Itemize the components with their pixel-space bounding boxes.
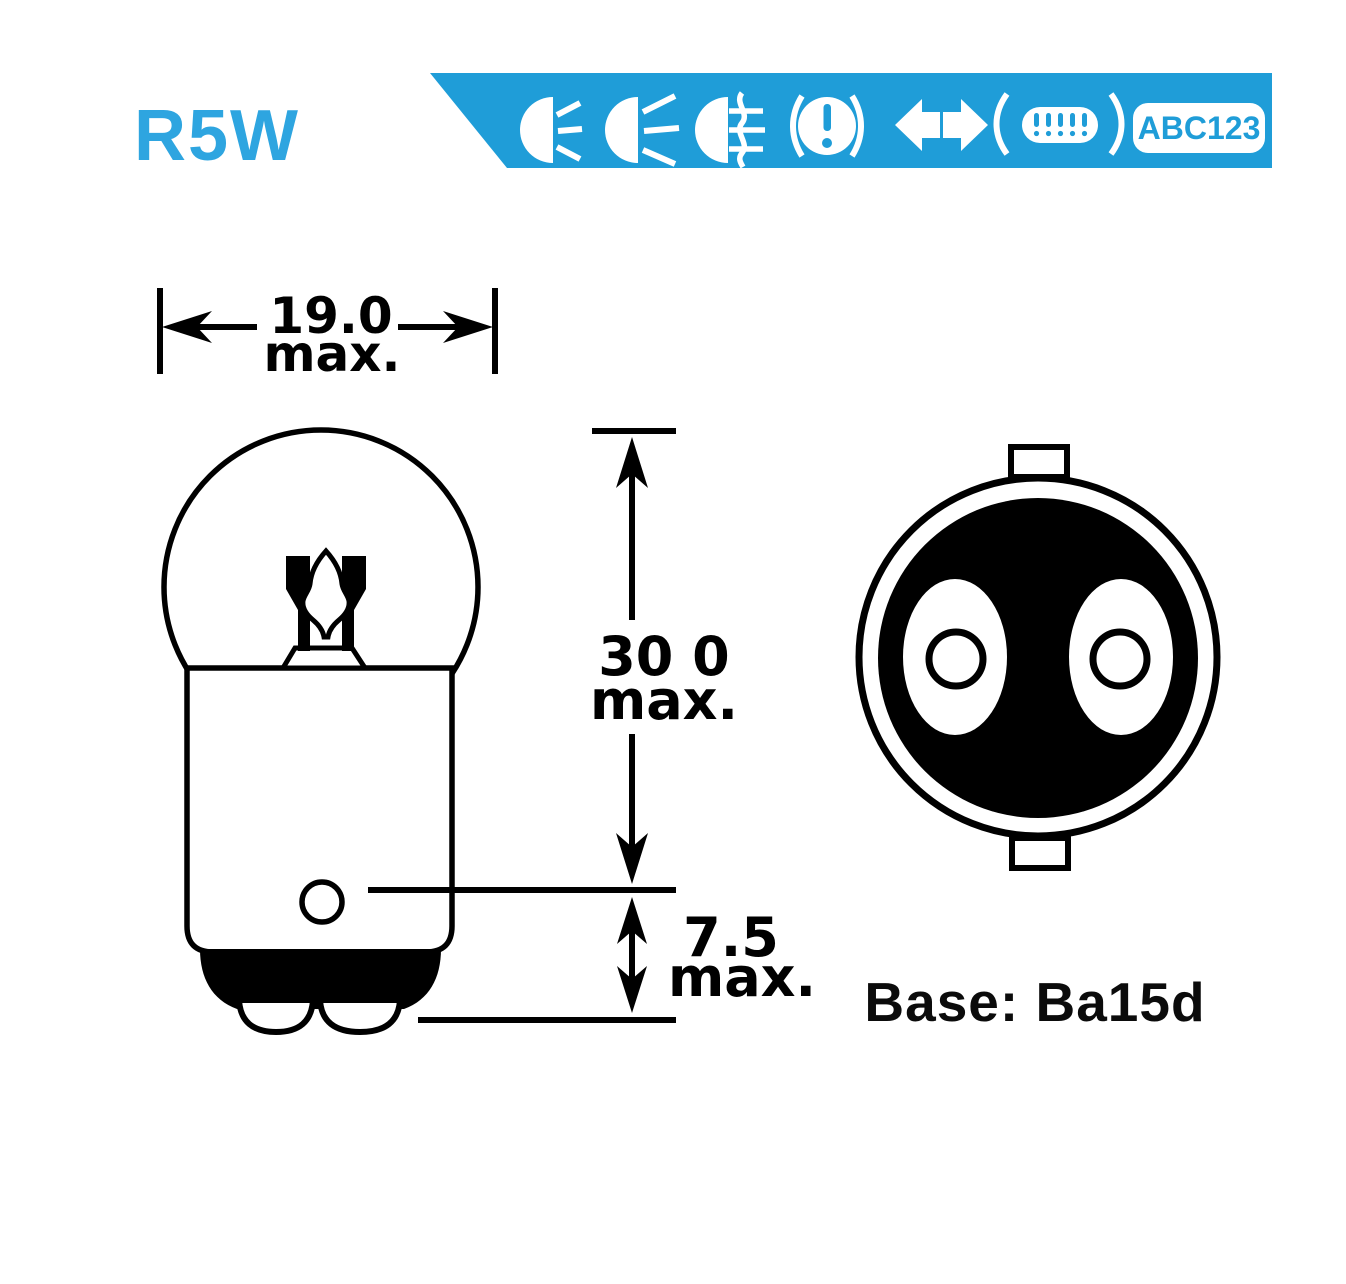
bayonet-pin: [299, 879, 345, 925]
width-value: 19.0: [269, 287, 392, 345]
license-plate-icon: ABC123: [1133, 103, 1265, 153]
arrowhead-down-small: [617, 966, 647, 1013]
width-dimension: [157, 288, 498, 374]
page-title: R5W: [134, 96, 300, 176]
turn-signal-arrows-icon: [895, 99, 988, 151]
contact-left: [235, 997, 317, 1036]
arrowhead-left: [162, 311, 212, 343]
base-end-view: [855, 444, 1221, 871]
base-pin-tab-top: [1008, 444, 1070, 480]
base-height-dimension: [418, 897, 676, 1023]
filament-post-right: [342, 556, 366, 651]
height-value: 30 0: [598, 625, 730, 688]
filament-post-left: [286, 556, 310, 651]
plate-label: ABC123: [1138, 110, 1261, 146]
application-banner: ABC123: [430, 73, 1272, 169]
position-lamp-icon: [993, 92, 1125, 156]
height-dimension: [368, 428, 676, 893]
base-height-qualifier: max.: [668, 946, 816, 1009]
base-height-value: 7.5: [683, 906, 779, 969]
width-qualifier: max.: [263, 325, 400, 383]
contact-dot-left: [925, 628, 987, 690]
brake-warning-icon: [790, 94, 864, 158]
contact-dot-right: [1089, 628, 1151, 690]
height-qualifier: max.: [590, 669, 738, 732]
arrowhead-up-small: [617, 897, 647, 944]
bulb-side-view: [161, 427, 481, 1036]
filament: [300, 547, 352, 640]
arrowhead-right: [443, 311, 493, 343]
base-type-label: Base: Ba15d: [864, 971, 1206, 1033]
base-insulator-face: [878, 498, 1198, 818]
base-pin-tab-bottom: [1009, 835, 1071, 871]
contact-right: [316, 997, 404, 1036]
arrowhead-down: [616, 833, 648, 884]
arrowhead-up: [616, 437, 648, 488]
headlamp-low-beam-icon: [605, 93, 680, 167]
base-insulator: [200, 949, 441, 1009]
headlamp-beam-icon: [520, 97, 583, 163]
fog-lamp-icon: [695, 91, 765, 169]
